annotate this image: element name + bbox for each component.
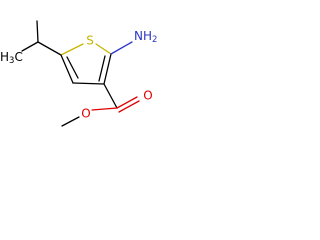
methyl-left-label-subscript: 3 bbox=[9, 56, 14, 66]
bond-s-c2 bbox=[95, 43, 112, 55]
bond-isopropyl-ring bbox=[37, 41, 62, 56]
bond-c2-c3-double bbox=[98, 55, 106, 82]
bond-c4-c5 bbox=[60, 54, 74, 84]
bond-carbonyl-double-b bbox=[118, 100, 140, 113]
chemical-structure: S NH2 O O H3C bbox=[0, 20, 157, 127]
bond-oxygen-methyl bbox=[61, 116, 80, 127]
sulfur-label: S bbox=[86, 34, 94, 48]
bond-c2-n bbox=[110, 41, 133, 55]
bond-methyl-left bbox=[21, 41, 39, 52]
bond-c2-c3 bbox=[103, 53, 112, 85]
methyl-left-label: H3C bbox=[0, 50, 23, 66]
amine-label: NH2 bbox=[134, 29, 157, 45]
methyl-left-label-tail: C bbox=[14, 50, 22, 64]
bond-c4-c5-double bbox=[66, 56, 79, 79]
bond-carbonyl-oxygen bbox=[91, 107, 118, 111]
bond-carbonyl-double-a bbox=[116, 96, 138, 109]
bond-c3-carbonyl bbox=[103, 83, 118, 109]
ester-oxygen-label: O bbox=[81, 107, 90, 121]
carbonyl-oxygen-label: O bbox=[143, 89, 152, 103]
amine-label-main: NH bbox=[134, 29, 152, 43]
methyl-left-label-main: H bbox=[0, 50, 9, 64]
amine-label-subscript: 2 bbox=[152, 35, 157, 45]
bond-c3-c4 bbox=[72, 82, 105, 85]
bond-c5-s bbox=[60, 43, 84, 56]
bond-methyl-top bbox=[36, 20, 39, 43]
